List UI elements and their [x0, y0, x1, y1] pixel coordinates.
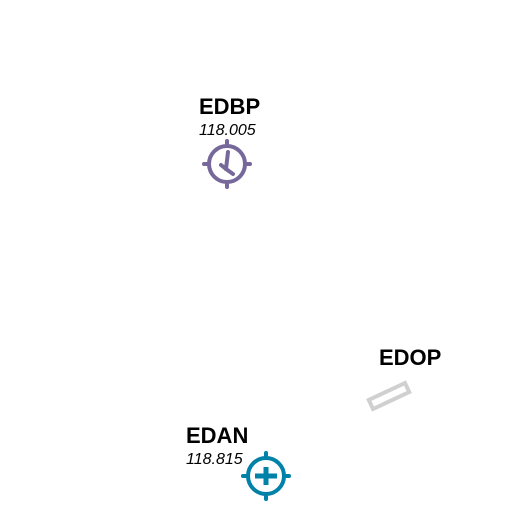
- airport-code-edbp: EDBP: [199, 94, 261, 119]
- airport-frequency-edbp: 118.005: [199, 122, 256, 139]
- airport-frequency-edan: 118.815: [186, 451, 243, 468]
- airport-code-edop: EDOP: [379, 345, 442, 370]
- airfield-grass-icon[interactable]: [202, 139, 252, 189]
- airport-code-edan: EDAN: [186, 423, 249, 448]
- runway-icon[interactable]: [364, 378, 414, 414]
- airfield-paved-icon[interactable]: [241, 451, 291, 501]
